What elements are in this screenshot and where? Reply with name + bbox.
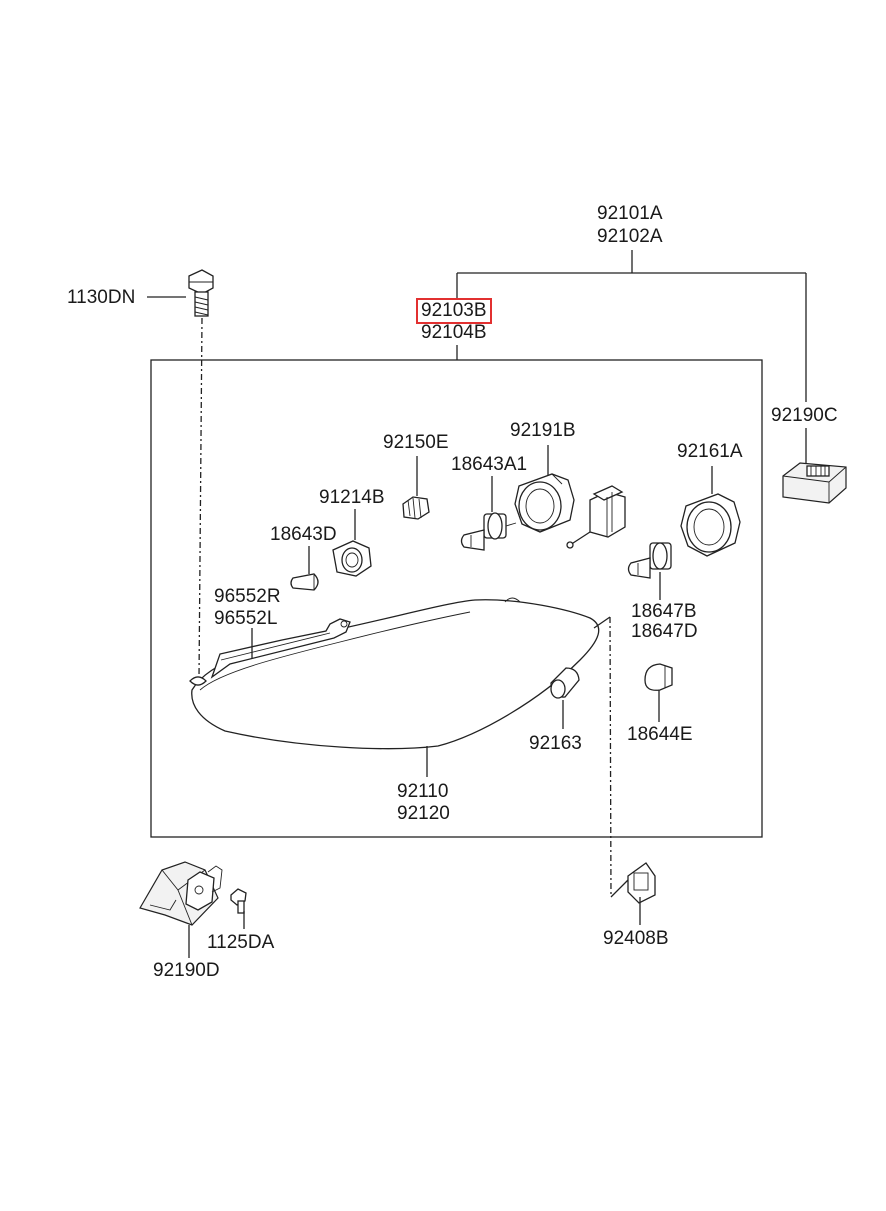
label-92161A[interactable]: 92161A bbox=[677, 441, 743, 462]
label-91214B[interactable]: 91214B bbox=[319, 487, 385, 508]
label-1130DN[interactable]: 1130DN bbox=[67, 287, 136, 308]
label-92101A[interactable]: 92101A bbox=[597, 203, 663, 224]
label-92150E[interactable]: 92150E bbox=[383, 432, 449, 453]
label-92104B[interactable]: 92104B bbox=[421, 322, 487, 343]
bulb-18644e-icon bbox=[644, 663, 673, 722]
screw-1125da-icon bbox=[230, 888, 247, 929]
label-92191B[interactable]: 92191B bbox=[510, 420, 576, 441]
bulb-18647b-icon bbox=[627, 542, 672, 600]
ring-92161a-icon bbox=[680, 466, 741, 557]
label-18644E[interactable]: 18644E bbox=[627, 724, 693, 745]
label-92190D[interactable]: 92190D bbox=[153, 960, 220, 981]
label-92408B[interactable]: 92408B bbox=[603, 928, 669, 949]
label-92120[interactable]: 92120 bbox=[397, 803, 450, 824]
headlamp-housing-icon bbox=[189, 597, 600, 777]
ballast-92190c-icon bbox=[782, 462, 847, 504]
socket-91214b-icon bbox=[332, 509, 372, 577]
assembly-bracket-leader bbox=[456, 250, 807, 465]
socket-92150e-icon bbox=[402, 456, 430, 520]
label-18647D[interactable]: 18647D bbox=[631, 621, 698, 642]
leveling-unit-92190d-icon bbox=[139, 861, 223, 958]
label-92110[interactable]: 92110 bbox=[397, 781, 449, 802]
label-92190C[interactable]: 92190C bbox=[771, 405, 838, 426]
label-18647B[interactable]: 18647B bbox=[631, 601, 697, 622]
bulb-18643a1-icon bbox=[460, 476, 517, 551]
label-92163[interactable]: 92163 bbox=[529, 733, 582, 754]
label-96552L[interactable]: 96552L bbox=[214, 608, 278, 629]
bolt-1130dn-icon bbox=[147, 269, 214, 679]
label-18643D[interactable]: 18643D bbox=[270, 524, 337, 545]
label-92103B-highlighted[interactable]: 92103B bbox=[416, 298, 492, 324]
label-92102A[interactable]: 92102A bbox=[597, 226, 663, 247]
bulb-92163-icon bbox=[550, 667, 580, 729]
leveling-actuator-icon bbox=[566, 485, 626, 549]
label-96552R[interactable]: 96552R bbox=[214, 586, 281, 607]
bracket-92408b-icon bbox=[627, 862, 656, 925]
bracket-92408b-leader bbox=[593, 616, 629, 898]
label-18643A1[interactable]: 18643A1 bbox=[451, 454, 528, 475]
bulb-18643d-icon bbox=[290, 546, 319, 591]
ring-92191b-icon bbox=[514, 445, 575, 533]
label-1125DA[interactable]: 1125DA bbox=[207, 932, 275, 953]
